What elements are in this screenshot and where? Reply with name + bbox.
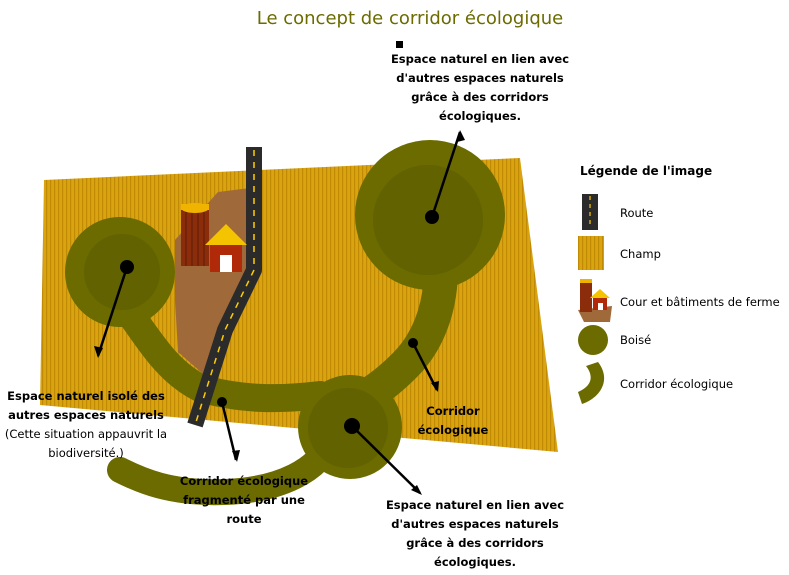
- road-center-line: [195, 150, 255, 423]
- label-isolated-bold: Espace naturel isolé des autres espaces …: [7, 389, 165, 422]
- field-icon: [578, 236, 604, 270]
- page-title: Le concept de corridor écologique: [256, 8, 564, 29]
- farm-house: [205, 224, 247, 272]
- legend-label-corridor: Corridor écologique: [620, 377, 734, 391]
- legend-label-champ: Champ: [620, 247, 661, 261]
- arrow-heads: [94, 130, 465, 495]
- silo: [181, 203, 209, 266]
- label-fragmented: Corridor écologique fragmenté par une ro…: [179, 474, 309, 526]
- legend-title: Légende de l'image: [580, 164, 713, 178]
- label-isolated: Espace naturel isolé des autres espaces …: [2, 368, 170, 463]
- label-connected-top: Espace naturel en lien avec d'autres esp…: [390, 52, 570, 123]
- road: [187, 147, 262, 428]
- legend-label-route: Route: [620, 206, 654, 220]
- woodland-icon: [578, 325, 608, 355]
- legend-label-farm: Cour et bâtiments de ferme: [620, 295, 780, 309]
- road-icon: [582, 194, 598, 230]
- legend-label-boise: Boisé: [620, 333, 652, 347]
- label-connected-bottom: Espace naturel en lien avec d'autres esp…: [385, 498, 565, 569]
- corridor-icon: [578, 362, 605, 404]
- pointer-lines: [96, 131, 462, 494]
- farm-icon: [578, 279, 612, 322]
- label-isolated-note: (Cette situation appauvrit la biodiversi…: [4, 427, 168, 460]
- woodland-left-inner: [84, 234, 160, 310]
- bullet-marker: [396, 41, 403, 48]
- label-corridor: Corridor écologique: [417, 404, 489, 437]
- pointer-dots: [120, 210, 439, 434]
